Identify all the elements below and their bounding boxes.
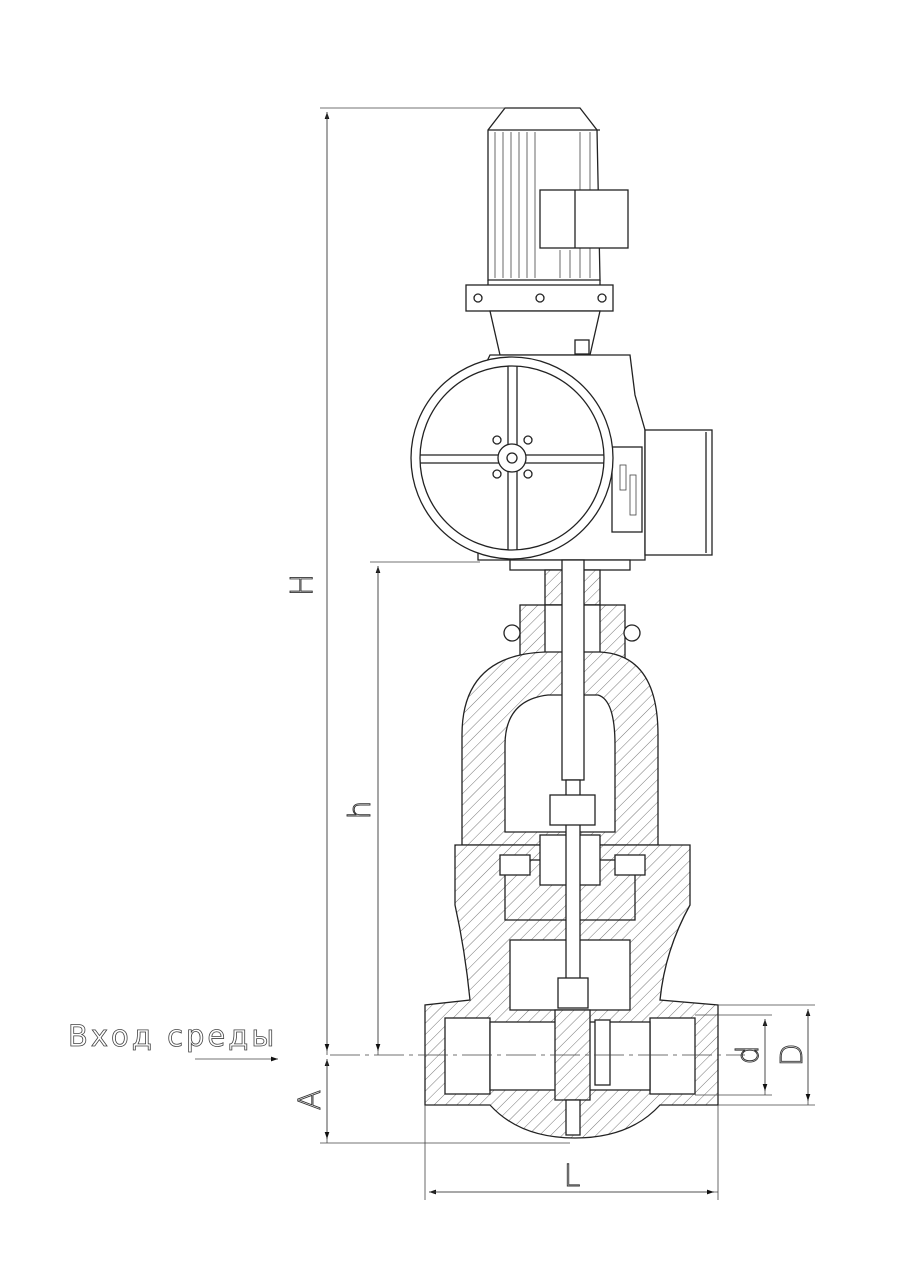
dim-label-L: L — [564, 1159, 581, 1194]
cooling-fins — [494, 132, 591, 278]
handwheel-hub — [497, 443, 527, 473]
dim-label-A: A — [293, 1090, 328, 1111]
dimension-lines — [195, 107, 815, 1200]
handwheel[interactable] — [410, 356, 614, 560]
inlet-label: Вход среды — [68, 1019, 277, 1053]
electric-motor — [465, 107, 629, 356]
dim-label-d: d — [731, 1045, 766, 1064]
dim-label-h: h — [343, 800, 378, 819]
motor-flange — [465, 284, 614, 312]
dim-label-H: H — [285, 574, 320, 597]
nameplate — [611, 446, 643, 533]
outlet-port — [649, 1017, 696, 1095]
inlet-port — [444, 1017, 491, 1095]
terminal-box — [539, 189, 629, 249]
valve-stem — [549, 559, 596, 1009]
dim-label-D: D — [775, 1043, 810, 1066]
